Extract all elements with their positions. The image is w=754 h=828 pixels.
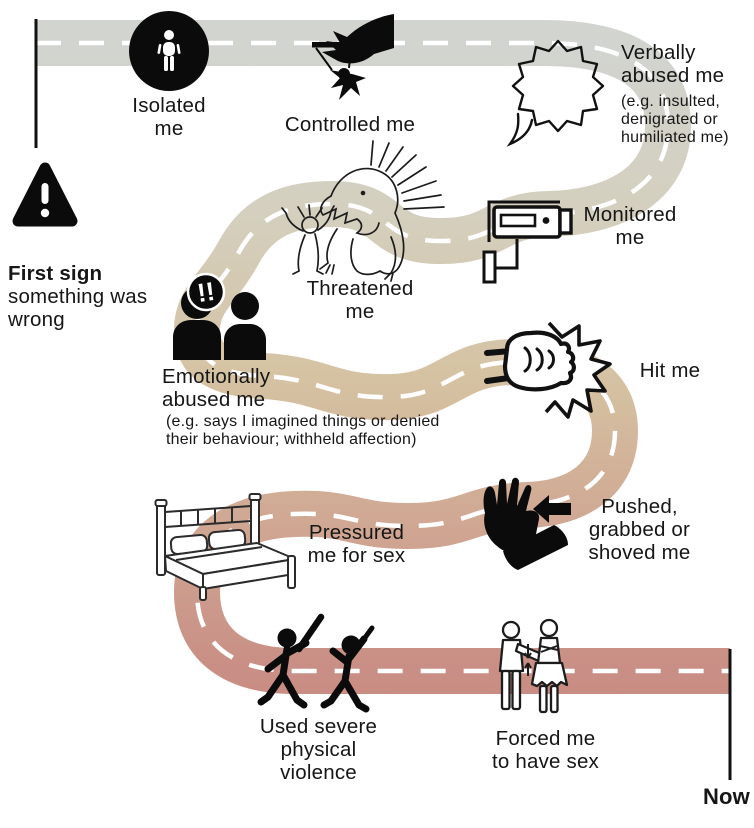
start-marker-subtitle: something was wrong (8, 284, 148, 331)
threatening-figure-icon (281, 140, 445, 282)
warning-triangle-icon (12, 162, 78, 227)
start-marker-title: First sign (8, 261, 103, 285)
speech-bubble-icon (506, 39, 605, 147)
stage-label-isolated: Isolated me (132, 94, 206, 140)
stage-label-controlled: Controlled me (284, 113, 416, 136)
isolated-person-icon (129, 11, 209, 91)
stage-label-hit: Hit me (639, 359, 701, 382)
stage-label-pressured: Pressured me for sex (307, 521, 406, 567)
stage-label-emotional: Emotionally abused me (162, 365, 271, 411)
bed-icon (154, 493, 296, 601)
forced-couple-icon (498, 618, 569, 714)
stage-label-pushed: Pushed, grabbed or shoved me (588, 495, 691, 564)
stage-label-threatened: Threatened me (306, 277, 414, 323)
exclamation-bubble-icon: !! (186, 272, 226, 312)
pushing-hand-icon (483, 477, 571, 570)
stage-label-violence: Used severe physical violence (259, 715, 378, 784)
end-marker-label: Now (702, 784, 750, 809)
stage-label-monitored: Monitored me (583, 203, 677, 249)
arguing-couple-icon: !! (173, 272, 266, 360)
physical-violence-icon (257, 613, 375, 713)
puppet-strings-icon (312, 14, 394, 100)
cctv-camera-icon (482, 200, 573, 284)
fist-punch-icon (484, 321, 612, 419)
stage-label-forced: Forced me to have sex (491, 727, 600, 773)
stage-sublabel-emotional: (e.g. says I imagined things or denied t… (166, 413, 440, 449)
svg-text:!!: !! (195, 276, 216, 308)
stage-sublabel-verbal: (e.g. insulted, denigrated or humiliated… (621, 93, 729, 147)
stage-label-verbal: Verbally abused me (621, 41, 725, 87)
